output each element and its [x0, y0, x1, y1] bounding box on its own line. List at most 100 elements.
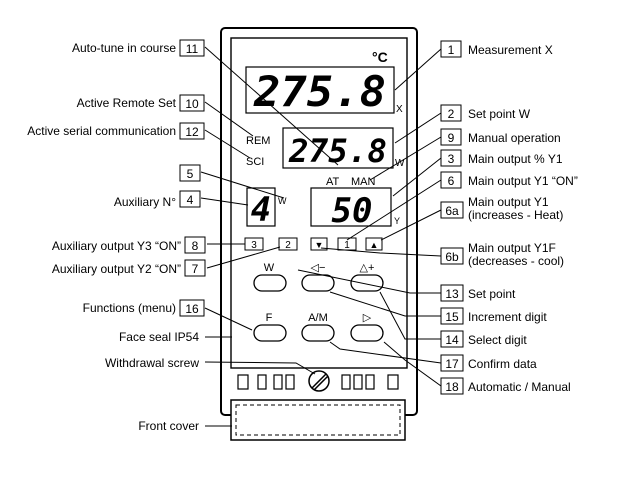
callout-9: 9 Manual operation: [440, 128, 561, 146]
withdrawal-screw-label: Withdrawal screw: [105, 356, 199, 370]
callout-15-text: Increment digit: [468, 310, 547, 324]
callout-5-num: 5: [187, 167, 194, 181]
front-cover[interactable]: [230, 399, 406, 441]
callout-11-num: 11: [186, 42, 199, 56]
callout-6b-text: Main output Y1F: [468, 241, 556, 255]
callout-11: Auto-tune in course 11: [72, 39, 205, 57]
callout-5: 5: [179, 164, 201, 182]
callout-6a: 6a Main output Y1 (increases - Heat): [440, 195, 563, 222]
callout-8-num: 8: [192, 239, 199, 253]
function-key-label: F: [266, 312, 273, 324]
callout-16: Functions (menu) 16: [83, 299, 205, 317]
output-value: 50: [332, 191, 373, 231]
callout-13: 13 Set point: [440, 284, 516, 302]
setpoint-display: [282, 127, 394, 169]
callout-1-num: 1: [448, 43, 455, 57]
automan-key[interactable]: [301, 324, 335, 342]
callout-6b-num: 6b: [445, 250, 459, 264]
callout-15: 15 Increment digit: [440, 307, 547, 325]
setpoint-key[interactable]: [253, 274, 287, 292]
callout-2-num: 2: [448, 107, 455, 121]
decrement-key[interactable]: [301, 274, 335, 292]
aux-suffix: W: [278, 196, 287, 206]
unit-label: °C: [372, 49, 388, 65]
callout-8-text: Auxiliary output Y3 “ON”: [52, 239, 181, 253]
callout-11-text: Auto-tune in course: [72, 41, 176, 55]
callout-16-num: 16: [185, 302, 199, 316]
out1-label: 1: [344, 240, 350, 251]
callout-7: Auxiliary output Y2 “ON” 7: [52, 259, 206, 277]
callout-18-num: 18: [445, 380, 459, 394]
callout-6b: 6b Main output Y1F (decreases - cool): [440, 241, 564, 268]
callout-1: 1 Measurement X: [440, 40, 553, 58]
sci-label: SCI: [246, 156, 264, 168]
up-arrow-icon: ▲: [370, 240, 379, 250]
down-arrow-icon: ▼: [315, 240, 324, 250]
up-indicator: [365, 237, 383, 251]
select-key-label: ▷: [363, 312, 372, 324]
callout-4-num: 4: [187, 193, 194, 207]
callout-18: 18 Automatic / Manual: [440, 377, 571, 395]
callout-7-num: 7: [192, 262, 199, 276]
callout-6: 6 Main output Y1 “ON”: [440, 171, 578, 189]
at-label: AT: [326, 176, 340, 188]
withdrawal-screw-icon[interactable]: [308, 370, 330, 392]
automan-key-label: A/M: [308, 312, 328, 324]
terminal-strip: [237, 374, 399, 390]
front-cover-label: Front cover: [138, 419, 199, 433]
select-key[interactable]: [350, 324, 384, 342]
callout-13-num: 13: [445, 287, 459, 301]
callout-16-text: Functions (menu): [83, 301, 176, 315]
callout-6a-text2: (increases - Heat): [468, 208, 563, 222]
callout-10: Active Remote Set 10: [77, 94, 205, 112]
callout-14: 14 Select digit: [440, 330, 527, 348]
out2-indicator: [278, 237, 298, 251]
increment-key[interactable]: [350, 274, 384, 292]
leader-lines: [200, 46, 442, 427]
callout-4: Auxiliary N° 4: [114, 190, 201, 209]
callout-6-text: Main output Y1 “ON”: [468, 174, 578, 188]
callout-17-text: Confirm data: [468, 357, 537, 371]
man-label: MAN: [351, 176, 376, 188]
output-display: [310, 187, 392, 227]
callout-6a-text: Main output Y1: [468, 195, 549, 209]
callout-14-num: 14: [445, 333, 459, 347]
callout-4-text: Auxiliary N°: [114, 195, 176, 209]
callout-6-num: 6: [448, 174, 455, 188]
callout-2-text: Set point W: [468, 107, 531, 121]
decrement-key-label: ◁−: [311, 262, 326, 274]
output-suffix: Y: [394, 216, 400, 226]
callout-12-num: 12: [185, 125, 199, 139]
callout-3: 3 Main output % Y1: [440, 149, 563, 167]
setpoint-key-label: W: [264, 262, 275, 274]
callout-12: Active serial communication 12: [27, 122, 205, 140]
callout-15-num: 15: [445, 310, 459, 324]
out2-label: 2: [285, 240, 291, 251]
callout-18-text: Automatic / Manual: [468, 380, 571, 394]
function-key[interactable]: [253, 324, 287, 342]
measurement-value: 275.8: [253, 67, 386, 116]
callout-9-text: Manual operation: [468, 131, 561, 145]
callout-3-text: Main output % Y1: [468, 152, 563, 166]
callout-6b-text2: (decreases - cool): [468, 254, 564, 268]
callout-10-text: Active Remote Set: [77, 96, 177, 110]
setpoint-value: 275.8: [288, 132, 387, 170]
front-cover-inner: [235, 404, 401, 436]
down-indicator: [310, 237, 328, 251]
callout-8: Auxiliary output Y3 “ON” 8: [52, 236, 206, 254]
face-seal-label: Face seal IP54: [119, 330, 199, 344]
setpoint-suffix: W: [395, 158, 405, 169]
callout-3-num: 3: [448, 152, 455, 166]
callout-7-text: Auxiliary output Y2 “ON”: [52, 262, 181, 276]
callout-17-num: 17: [445, 357, 459, 371]
callout-1-text: Measurement X: [468, 43, 553, 57]
callout-13-text: Set point: [468, 287, 516, 301]
increment-key-label: △+: [360, 262, 375, 274]
callout-12-text: Active serial communication: [27, 124, 176, 138]
out3-label: 3: [251, 240, 257, 251]
callout-6a-num: 6a: [445, 204, 459, 218]
callout-10-num: 10: [185, 97, 199, 111]
aux-display: [246, 187, 276, 227]
callout-17: 17 Confirm data: [440, 354, 537, 372]
